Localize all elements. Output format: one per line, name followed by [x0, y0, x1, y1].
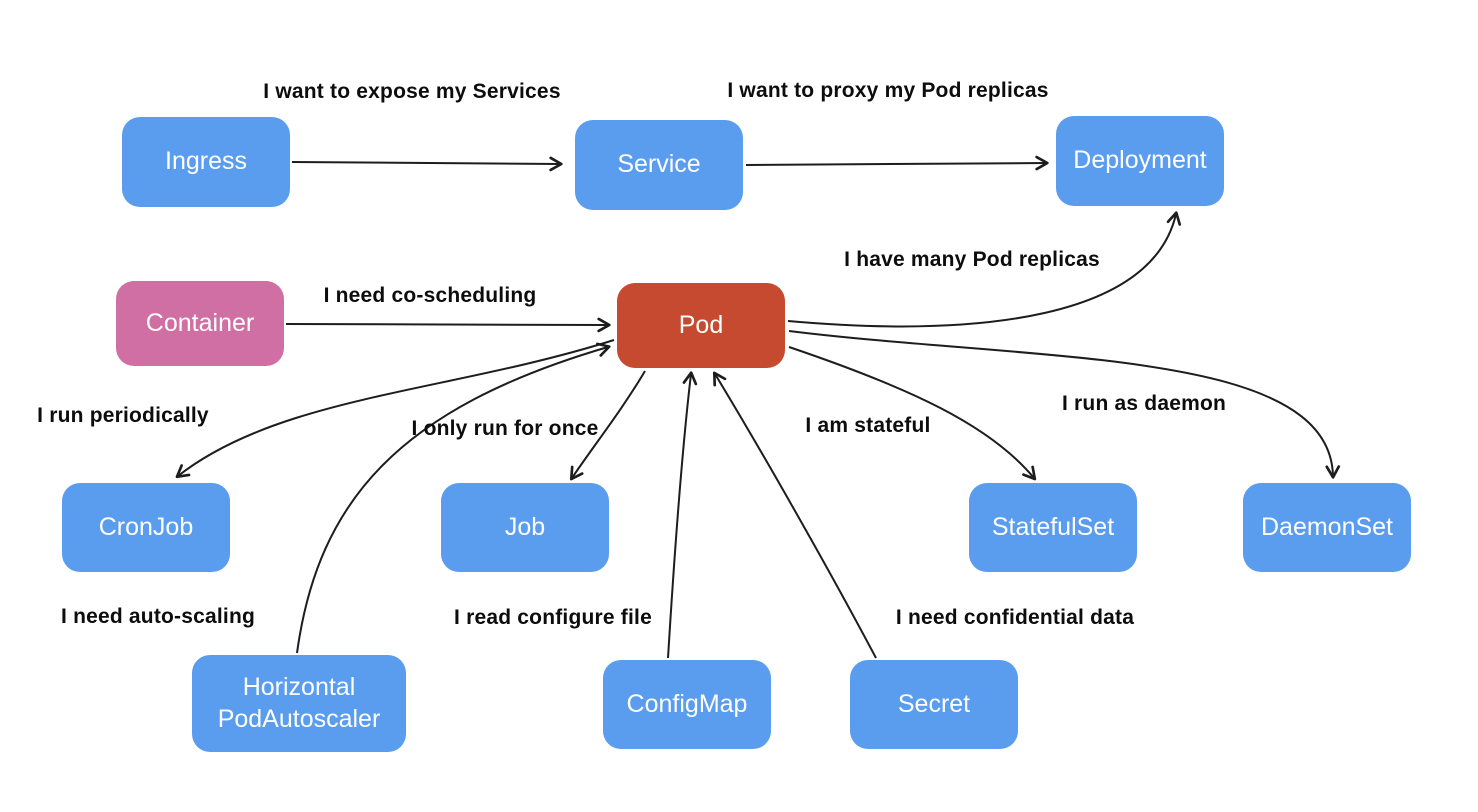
- node-secret: Secret: [850, 660, 1018, 749]
- node-service-label: Service: [617, 150, 701, 179]
- edge-label-read-configure-file: I read configure file: [454, 606, 652, 629]
- edge-label-many-pod-replicas: I have many Pod replicas: [844, 248, 1100, 271]
- node-daemonset-label: DaemonSet: [1260, 512, 1394, 541]
- node-job: Job: [441, 483, 609, 572]
- edge-label-run-periodically: I run periodically: [37, 404, 209, 427]
- edge-label-expose-services: I want to expose my Services: [263, 80, 561, 103]
- node-deployment: Deployment: [1056, 116, 1224, 206]
- node-statefulset: StatefulSet: [969, 483, 1137, 572]
- node-daemonset: DaemonSet: [1243, 483, 1411, 572]
- edge-service-deployment: [745, 155, 1049, 171]
- node-container: Container: [116, 281, 284, 366]
- node-ingress: Ingress: [122, 117, 290, 207]
- edge-container-pod: [285, 317, 611, 333]
- node-pod: Pod: [617, 283, 785, 368]
- edge-label-confidential-data: I need confidential data: [895, 606, 1135, 629]
- edge-label-run-as-daemon: I run as daemon: [1061, 392, 1227, 415]
- edge-label-am-stateful: I am stateful: [805, 414, 931, 437]
- node-service: Service: [575, 120, 743, 210]
- edge-ingress-service: [291, 156, 563, 172]
- node-job-label: Job: [504, 512, 546, 541]
- node-configmap: ConfigMap: [603, 660, 771, 749]
- node-horizontal-pod-autoscaler-label: Horizontal PodAutoscaler: [217, 673, 381, 733]
- node-horizontal-pod-autoscaler: Horizontal PodAutoscaler: [192, 655, 406, 752]
- edge-label-run-for-once: I only run for once: [411, 417, 599, 440]
- node-statefulset-label: StatefulSet: [991, 512, 1115, 541]
- edge-label-auto-scaling: I need auto-scaling: [61, 605, 255, 628]
- node-ingress-label: Ingress: [165, 147, 247, 176]
- node-cronjob-label: CronJob: [98, 512, 194, 541]
- node-container-label: Container: [145, 308, 255, 337]
- edge-pod-statefulset: [788, 346, 1037, 481]
- node-configmap-label: ConfigMap: [626, 689, 748, 718]
- node-deployment-label: Deployment: [1073, 146, 1207, 175]
- node-cronjob: CronJob: [62, 483, 230, 572]
- edge-label-proxy-pod-replicas: I want to proxy my Pod replicas: [727, 79, 1049, 102]
- node-secret-label: Secret: [897, 689, 971, 718]
- node-pod-label: Pod: [678, 310, 724, 339]
- edge-label-co-scheduling: I need co-scheduling: [323, 284, 537, 307]
- edge-configmap-pod: [667, 371, 698, 659]
